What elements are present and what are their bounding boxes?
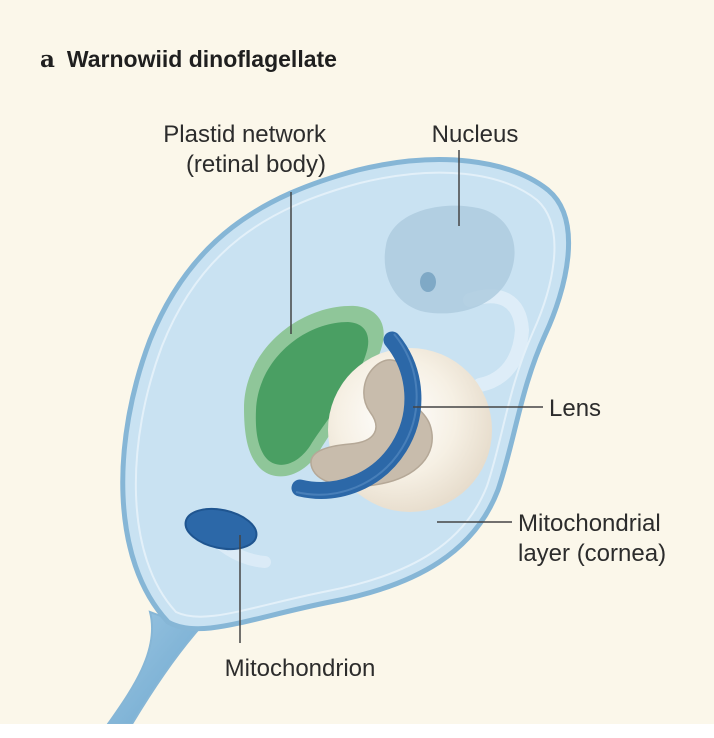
mitochondrial-layer-highlight: [295, 333, 418, 496]
cell-inner-outline: [134, 171, 556, 618]
label-plastid-network: Plastid network: [163, 121, 327, 148]
panel-letter: a: [40, 46, 55, 73]
label-lens: Lens: [549, 395, 601, 422]
label-retinal-body: (retinal body): [186, 151, 326, 178]
label-nucleus: Nucleus: [432, 121, 519, 148]
flagellum: [106, 610, 200, 724]
panel-heading: a Warnowiid dinoflagellate: [40, 46, 337, 73]
nucleolus: [420, 272, 436, 292]
label-mitochondrial: Mitochondrial: [518, 510, 661, 537]
mitochondrion: [184, 507, 258, 551]
label-mitochondrion: Mitochondrion: [225, 655, 376, 682]
plastid-network-core: [255, 322, 369, 465]
panel-title: Warnowiid dinoflagellate: [66, 46, 337, 72]
mitochondrial-layer: [291, 331, 422, 499]
nucleus: [384, 205, 515, 314]
label-cornea: layer (cornea): [518, 540, 666, 567]
